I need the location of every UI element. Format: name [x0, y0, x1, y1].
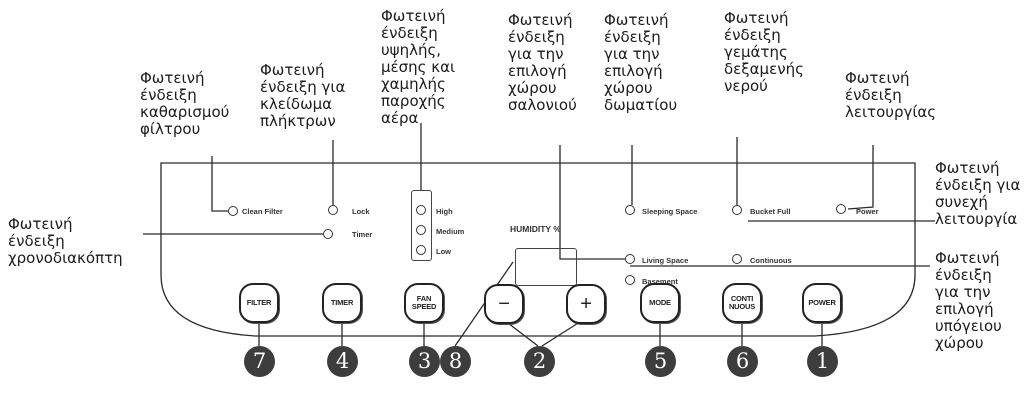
callout-bucket-full: Φωτεινή ένδειξη γεμάτης δεξαμενής νερού — [724, 9, 804, 95]
number-marker-mode: 5 — [645, 346, 676, 377]
timer-led — [323, 229, 333, 239]
callout-clean-filter: Φωτεινή ένδειξη καθαρισμού φίλτρου — [140, 69, 230, 138]
callout-lock: Φωτεινή ένδειξη για κλείδωμα πλήκτρων — [260, 61, 346, 130]
callout-sleeping-space: Φωτεινή ένδειξη για την επιλογή χώρου δω… — [604, 11, 678, 114]
panel-outline — [160, 162, 916, 337]
timer-button[interactable]: TIMER — [322, 283, 362, 323]
power-led-label: Power — [856, 207, 879, 216]
fan-speed-led-group — [411, 190, 432, 261]
living-space-led — [625, 254, 635, 264]
living-space-led-label: Living Space — [642, 256, 689, 265]
basement-led-label: Basement — [642, 277, 678, 286]
leader-plus — [541, 319, 584, 347]
humidity-display — [515, 248, 577, 286]
lock-led-label: Lock — [352, 207, 370, 216]
high-led — [416, 205, 426, 215]
leader-minus — [503, 319, 539, 347]
leader-living-space — [559, 145, 625, 260]
continuous-button[interactable]: CONTI NUOUS — [722, 283, 762, 323]
callout-continuous: Φωτεινή ένδειξη για συνεχή λειτουργία — [935, 159, 1021, 228]
low-led — [416, 245, 426, 255]
minus-button[interactable]: − — [484, 284, 524, 324]
number-marker-filter: 7 — [244, 346, 275, 377]
number-marker-timer: 4 — [327, 346, 358, 377]
bucket-full-led-label: Bucket Full — [750, 207, 791, 216]
number-marker-adjust: 2 — [524, 346, 555, 377]
callout-basement: Φωτεινή ένδειξη για την επιλογή υπόγειου… — [935, 249, 1002, 352]
power-led — [836, 204, 846, 214]
callout-living-space: Φωτεινή ένδειξη για την επιλογή χώρου σα… — [508, 11, 577, 114]
continuous-led-label: Continuous — [750, 256, 792, 265]
continuous-led — [732, 254, 742, 264]
bucket-full-led — [732, 205, 742, 215]
basement-led — [625, 275, 635, 285]
timer-led-label: Timer — [352, 230, 373, 239]
mode-button[interactable]: MODE — [640, 283, 680, 323]
medium-led — [416, 225, 426, 235]
callout-fan-speed: Φωτεινή ένδειξη υψηλής, μέσης και χαμηλή… — [381, 7, 456, 127]
low-led-label: Low — [436, 247, 451, 256]
leader-clean-filter — [211, 156, 228, 212]
clean-filter-led — [228, 206, 238, 216]
number-marker-power: 1 — [807, 346, 838, 377]
filter-button[interactable]: FILTER — [239, 283, 279, 323]
humidity-label: HUMIDITY % — [510, 224, 561, 234]
callout-timer: Φωτεινή ένδειξη χρονοδιακόπτη — [8, 215, 123, 267]
sleeping-space-led-label: Sleeping Space — [642, 207, 698, 216]
leader-power — [847, 145, 874, 210]
lock-led — [328, 205, 338, 215]
clean-filter-led-label: Clean Filter — [242, 207, 283, 216]
number-marker-display: 8 — [440, 346, 471, 377]
plus-button[interactable]: + — [566, 284, 606, 324]
high-led-label: High — [436, 207, 453, 216]
medium-led-label: Medium — [436, 227, 465, 236]
power-button[interactable]: POWER — [802, 283, 842, 323]
number-marker-fan-speed: 3 — [409, 346, 440, 377]
sleeping-space-led — [625, 205, 635, 215]
fan-speed-button[interactable]: FAN SPEED — [404, 283, 444, 323]
callout-power: Φωτεινή ένδειξη λειτουργίας — [845, 69, 937, 121]
number-marker-continuous: 6 — [727, 346, 758, 377]
